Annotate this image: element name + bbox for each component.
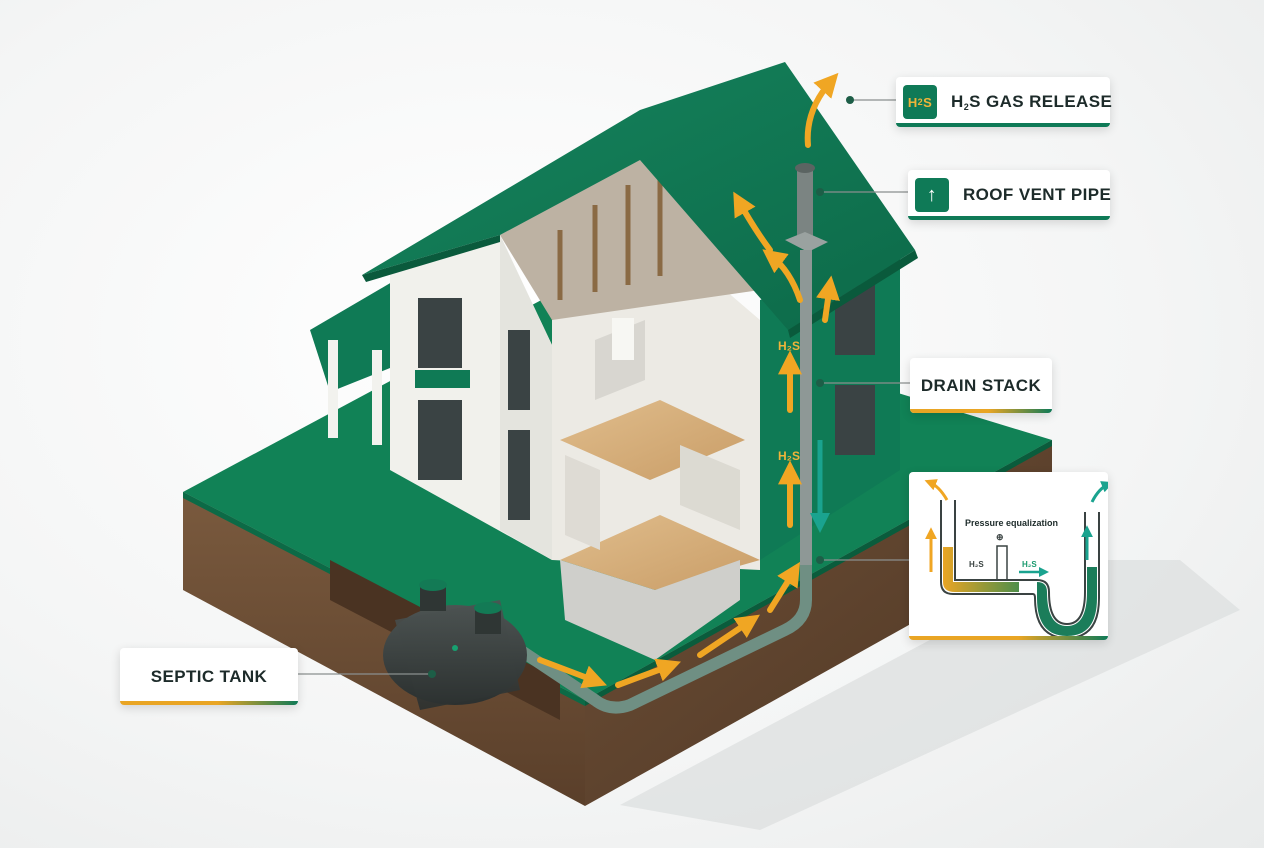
stack-h2s-lower: H₂S <box>778 449 800 463</box>
leader-dots <box>428 96 854 678</box>
septic-tank <box>383 579 527 710</box>
gas-flow-arrows <box>537 72 840 689</box>
inset-title: Pressure equalization <box>965 518 1059 528</box>
inset-h2s-right: H₂S <box>1022 560 1037 569</box>
callout-roof-vent: ↑ ROOF VENT PIPE <box>908 170 1112 220</box>
roof-vent-label: ROOF VENT PIPE <box>963 185 1112 204</box>
window <box>508 430 530 520</box>
septic-tank-label: SEPTIC TANK <box>150 666 268 686</box>
callout-septic-tank: SEPTIC TANK <box>120 648 298 705</box>
drain-stack-label: DRAIN STACK <box>920 375 1042 395</box>
callout-drain-stack: DRAIN STACK <box>910 358 1052 413</box>
upper-floor <box>560 400 745 480</box>
kitchen-cabinets <box>680 445 740 530</box>
drain-stack-pipe <box>800 250 812 570</box>
leader-lines <box>298 99 910 675</box>
inset-h2s-left: H₂S <box>969 560 984 569</box>
rafters <box>557 170 663 300</box>
window <box>508 330 530 410</box>
window <box>835 385 875 455</box>
valve-icon: ⊕ <box>996 532 1004 542</box>
roof-vent-pipe <box>797 168 813 243</box>
window <box>418 298 462 368</box>
gas-release-label: H2S GAS RELEASE <box>951 92 1113 112</box>
stack-h2s-upper: H₂S <box>778 339 800 353</box>
sewer-line <box>516 565 812 714</box>
pressure-equalization-inset: Pressure equalization H₂S ⊕ H₂S <box>909 472 1108 640</box>
basement <box>560 560 740 660</box>
up-arrow-icon: ↑ <box>915 178 949 212</box>
trap-diagram <box>924 479 1108 640</box>
window <box>418 400 462 480</box>
